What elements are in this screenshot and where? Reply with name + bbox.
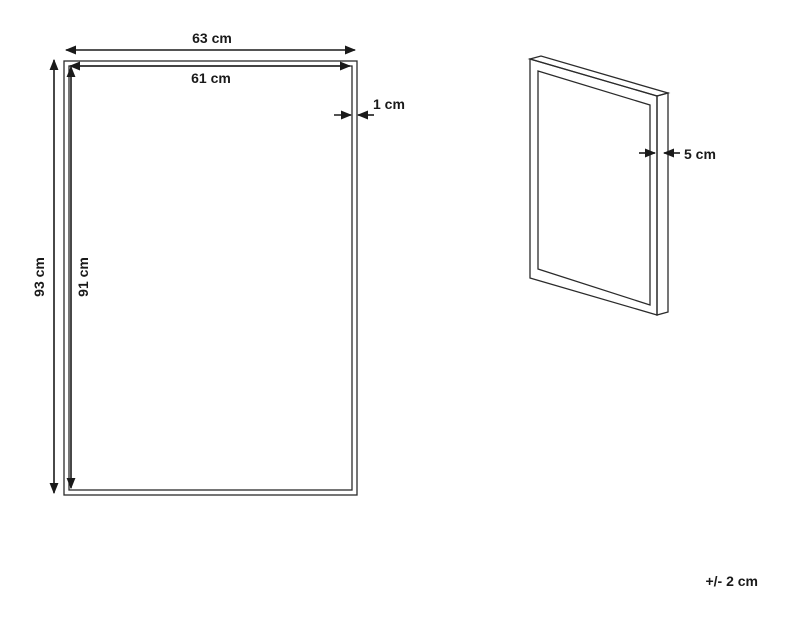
outer-width-label: 63 cm [192, 30, 232, 46]
inner-width-label: 61 cm [191, 70, 231, 86]
inner-height-label: 91 cm [75, 257, 91, 297]
perspective-view [527, 55, 671, 316]
perspective-frame-right-side [656, 92, 669, 316]
front-frame-inner [68, 65, 353, 491]
perspective-frame-inner [537, 70, 651, 306]
front-frame-outer [63, 60, 358, 496]
outer-height-label: 93 cm [31, 257, 47, 297]
frame-width-label: 1 cm [373, 96, 405, 112]
perspective-frame-front [529, 58, 658, 316]
frame-width-dimension: 1 cm [334, 96, 405, 120]
tolerance-note: +/- 2 cm [705, 573, 758, 589]
front-view [63, 60, 358, 496]
outer-height-dimension: 93 cm [31, 58, 59, 495]
depth-label: 5 cm [684, 146, 716, 162]
outer-width-dimension: 63 cm [64, 30, 357, 55]
depth-dimension: 5 cm [639, 146, 716, 162]
inner-height-dimension: 91 cm [66, 65, 91, 490]
inner-width-dimension: 61 cm [68, 61, 352, 86]
